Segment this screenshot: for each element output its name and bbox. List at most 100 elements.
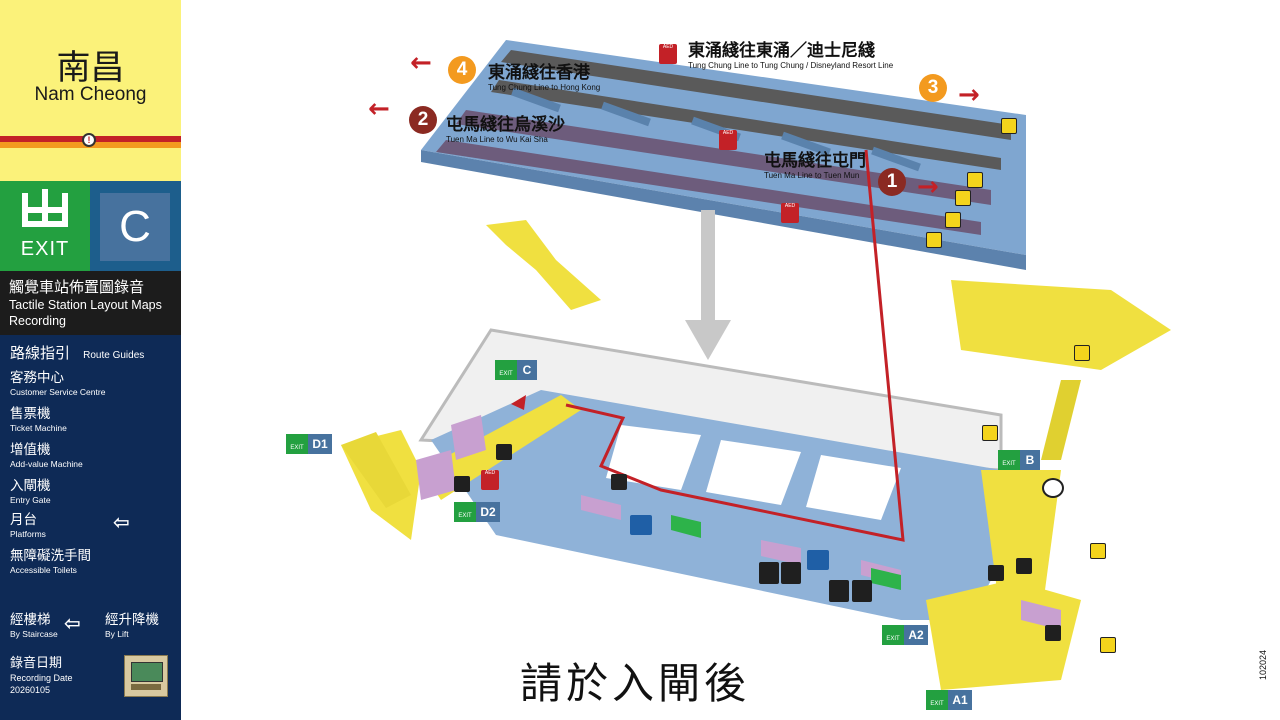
lift-icon	[982, 425, 998, 441]
platform-2-label-en: Tuen Ma Line to Wu Kai Sha	[446, 135, 548, 144]
platform-2-badge: 2	[409, 106, 437, 134]
lift-icon	[967, 172, 983, 188]
guide-customer-service[interactable]: 客務中心 Customer Service Centre	[10, 370, 105, 398]
ticket-machine-icon	[988, 565, 1004, 581]
lift-icon	[926, 232, 942, 248]
lift-icon	[945, 212, 961, 228]
station-header: 南昌 Nam Cheong !	[0, 0, 181, 181]
guide-label-en: By Staircase	[10, 629, 58, 639]
platform-2-label-zh: 屯馬綫往烏溪沙	[446, 115, 565, 135]
video-code: 102024	[1258, 649, 1268, 680]
guide-by-lift[interactable]: 經升降機 By Lift	[105, 612, 159, 640]
platform-1-label: 屯馬綫往屯門 Tuen Ma Line to Tuen Mun	[764, 146, 866, 180]
bus-icon	[1042, 478, 1064, 498]
aed-icon-label: AED	[484, 470, 496, 476]
recording-date: 錄音日期 Recording Date 20260105	[10, 656, 73, 696]
exit-block: EXIT C	[0, 181, 181, 271]
info-icon	[807, 550, 829, 570]
recording-date-label-en: Recording Date	[10, 673, 73, 683]
platform-3-arrow-icon: →	[958, 80, 980, 110]
level-connector-arrow	[685, 210, 731, 360]
aed-icon-label: AED	[784, 203, 796, 209]
guide-label-zh: 入閘機	[10, 478, 51, 494]
platform-1-label-en: Tuen Ma Line to Tuen Mun	[764, 171, 860, 180]
station-name-zh: 南昌	[56, 48, 125, 88]
platform-4-label-zh: 東涌綫往香港	[488, 63, 590, 83]
guide-by-staircase[interactable]: 經樓梯 By Staircase	[10, 612, 58, 640]
guide-ticket-machine[interactable]: 售票機 Ticket Machine	[10, 406, 67, 434]
exit-d1-word: EXIT	[286, 434, 308, 454]
guide-add-value-machine[interactable]: 增值機 Add-value Machine	[10, 442, 83, 470]
exit-a1-letter: A1	[948, 690, 972, 710]
route-line	[565, 149, 905, 542]
guide-label-zh: 售票機	[10, 406, 51, 422]
guide-label-zh: 增值機	[10, 442, 51, 458]
section-title-en-2: Recording	[9, 314, 66, 328]
exit-d2-word: EXIT	[454, 502, 476, 522]
ticket-machines	[416, 415, 1061, 630]
staircase-arrow-left-icon: ⇦	[64, 611, 81, 635]
wheelchair-icon	[852, 580, 872, 602]
aed-icon: AED	[781, 203, 799, 223]
sidebar: 南昌 Nam Cheong ! EXIT C 觸覺車站佈置圖錄音 Tactile…	[0, 0, 181, 720]
exit-b-word: EXIT	[998, 450, 1020, 470]
platform-4-badge: 4	[448, 56, 476, 84]
ticket-machine-icon	[496, 444, 512, 460]
exit-letter: C	[100, 193, 170, 261]
exit-a2-letter: A2	[904, 625, 928, 645]
guide-label-en: Platforms	[10, 529, 46, 539]
map-drawing	[341, 40, 1171, 690]
station-layout-map: 4 ← 東涌綫往香港 Tung Chung Line to Hong Kong …	[181, 0, 1280, 720]
add-value-machine-icon	[611, 474, 627, 490]
lift-icon	[1001, 118, 1017, 134]
exit-c-letter: C	[517, 360, 537, 380]
yellow-stair-right	[1041, 380, 1081, 460]
toilet-icon	[829, 580, 849, 602]
guide-accessible-toilets[interactable]: 無障礙洗手間 Accessible Toilets	[10, 548, 91, 576]
guide-label-zh: 客務中心	[10, 370, 64, 386]
section-title: 觸覺車站佈置圖錄音 Tactile Station Layout Maps Re…	[0, 271, 181, 335]
station-name-en: Nam Cheong	[34, 84, 147, 105]
platform-4-label-en: Tung Chung Line to Hong Kong	[488, 83, 601, 92]
recording-logo-icon	[124, 655, 168, 697]
platform-2-label: 屯馬綫往烏溪沙 Tuen Ma Line to Wu Kai Sha	[446, 110, 565, 144]
platform-1-badge: 1	[878, 168, 906, 196]
route-guides-heading-zh: 路線指引	[10, 344, 71, 362]
aed-icon-label: AED	[722, 130, 734, 136]
lift-icon	[1100, 637, 1116, 653]
exit-c-staircase	[486, 220, 601, 310]
aed-icon: AED	[481, 470, 499, 490]
subtitle: 請於入閘後	[520, 659, 751, 708]
guide-label-zh: 無障礙洗手間	[10, 548, 91, 564]
platform-3-label-zh: 東涌綫往東涌／迪士尼綫	[688, 41, 875, 61]
platform-4-arrow-icon: ←	[410, 48, 432, 78]
guide-label-zh: 月台	[10, 512, 37, 528]
exit-c-word: EXIT	[495, 360, 517, 380]
section-title-zh: 觸覺車站佈置圖錄音	[9, 278, 145, 296]
guide-platforms[interactable]: 月台 Platforms	[10, 512, 46, 540]
platform-2-arrow-icon: ←	[368, 94, 390, 124]
lift-icon	[1074, 345, 1090, 361]
guide-label-zh: 經樓梯	[10, 612, 51, 628]
lift-icon	[1090, 543, 1106, 559]
concourse-voids	[606, 425, 901, 520]
exit-badge: EXIT	[0, 181, 90, 271]
yellow-area-right	[951, 280, 1171, 370]
wheelchair-icon	[781, 562, 801, 584]
toilet-icon	[759, 562, 779, 584]
exit-d1-staircase	[341, 432, 411, 508]
exit-d1-letter: D1	[308, 434, 332, 454]
exit-a2-word: EXIT	[882, 625, 904, 645]
aed-icon: AED	[659, 44, 677, 64]
route-guides-heading: 路線指引 Route Guides	[10, 343, 144, 362]
recording-date-value: 20260105	[10, 685, 51, 695]
guide-entry-gate[interactable]: 入閘機 Entry Gate	[10, 478, 51, 506]
platform-3-label-en: Tung Chung Line to Tung Chung / Disneyla…	[688, 61, 894, 70]
route-arrow	[511, 395, 526, 410]
